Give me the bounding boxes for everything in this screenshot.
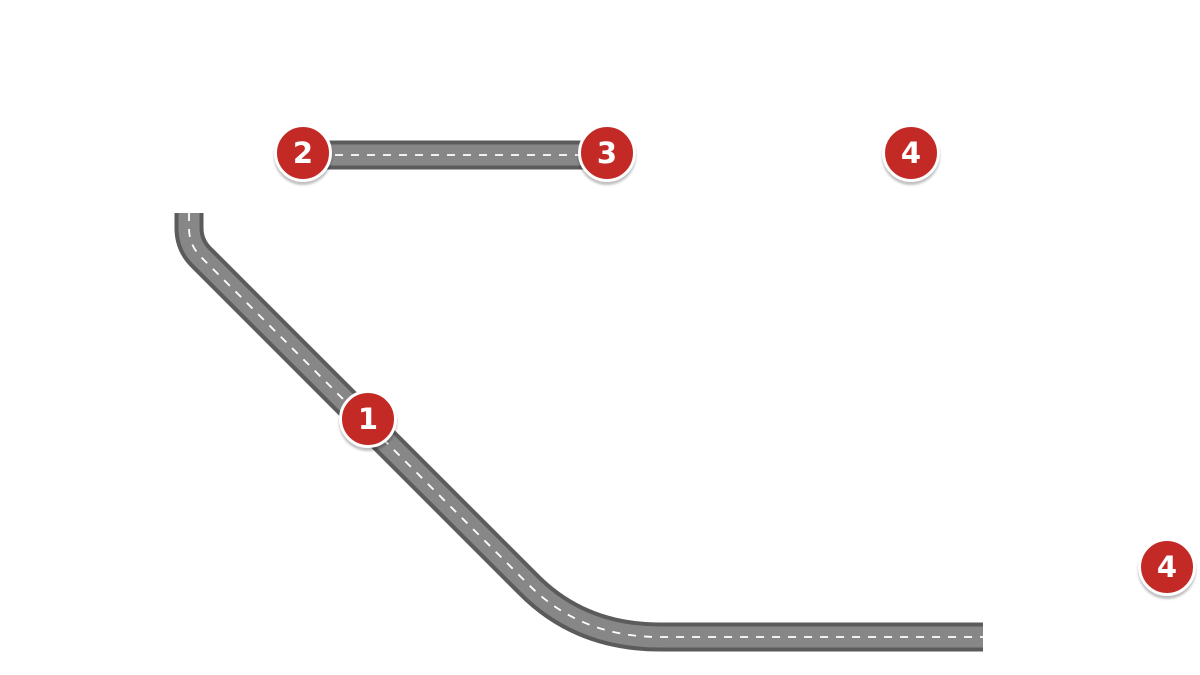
marker-2[interactable]: 2	[274, 124, 332, 182]
marker-4-bottom[interactable]: 4	[1138, 538, 1196, 596]
road-main	[174, 213, 983, 652]
marker-1[interactable]: 1	[339, 390, 397, 448]
marker-4-top[interactable]: 4	[882, 124, 940, 182]
marker-3[interactable]: 3	[578, 124, 636, 182]
